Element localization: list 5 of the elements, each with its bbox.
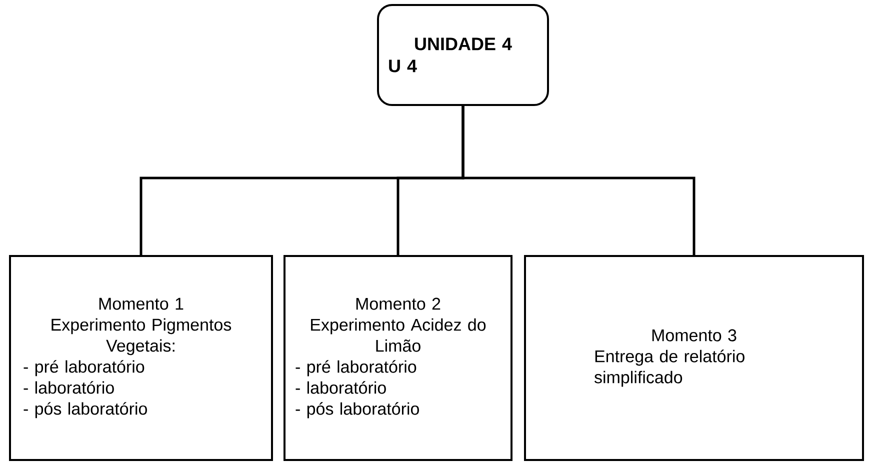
connector-line — [462, 106, 696, 255]
process-box: Momento 2 Experimento Acidez do Limão - pré laboratório - laboratório - pós laboratório — [284, 255, 512, 461]
rounded-box: UNIDADE 4 U 4 — [377, 4, 549, 106]
process-box: Momento 1 Experimento Pigmentos Vegetais: - pré laboratório - laboratório - pós laboratório — [9, 255, 273, 461]
process-box: Momento 3 Entrega de relatório simplificado — [524, 255, 864, 461]
